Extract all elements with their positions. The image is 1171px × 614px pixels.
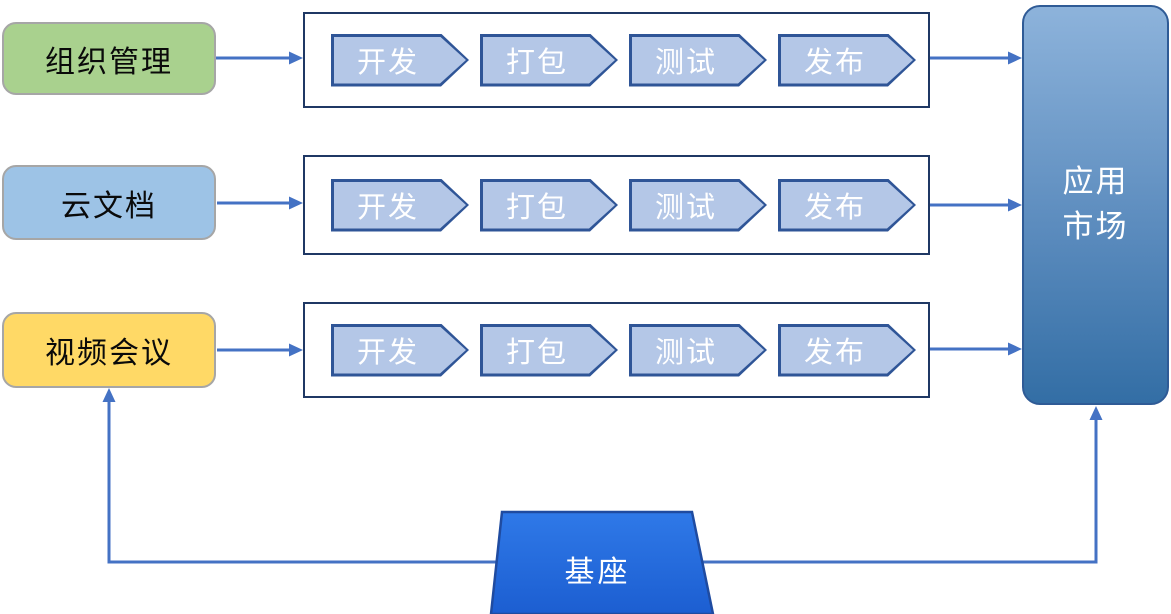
arrowhead-base-to-meeting <box>102 388 116 402</box>
step-label: 打包 <box>505 45 568 79</box>
pipeline-step-develop: 开发 <box>331 34 469 87</box>
step-label: 发布 <box>803 335 866 369</box>
module-label: 云文档 <box>61 188 157 224</box>
step-label: 发布 <box>803 45 866 79</box>
pipeline-step-package: 打包 <box>480 34 618 87</box>
step-label: 开发 <box>356 45 419 79</box>
pipeline-step-test: 测试 <box>629 179 767 232</box>
app-market-label-line1: 应用 <box>1062 164 1129 201</box>
arrowhead-base-to-market <box>1089 406 1103 420</box>
step-label: 开发 <box>356 335 419 369</box>
module-label: 视频会议 <box>45 336 173 371</box>
step-label: 发布 <box>803 190 866 224</box>
pipeline-step-test: 测试 <box>629 324 767 377</box>
arrowhead-meeting-to-pipeline <box>289 343 303 357</box>
pipeline-step-release: 发布 <box>778 179 916 232</box>
arrowhead-pipeline1-to-market <box>1008 51 1022 65</box>
pipeline-container-row1: 开发 打包 测试 发布 <box>303 12 930 108</box>
pipeline-step-test: 测试 <box>629 34 767 87</box>
module-label: 组织管理 <box>45 44 173 80</box>
step-label: 打包 <box>505 190 568 224</box>
module-box-video-meeting: 视频会议 <box>2 312 216 388</box>
arrowhead-org-to-pipeline <box>289 51 303 65</box>
step-label: 测试 <box>654 190 717 224</box>
arrowhead-pipeline3-to-market <box>1008 342 1022 356</box>
pipeline-step-develop: 开发 <box>331 179 469 232</box>
module-box-cloud-docs: 云文档 <box>2 165 216 240</box>
step-label: 测试 <box>654 335 717 369</box>
pipeline-container-row2: 开发 打包 测试 发布 <box>303 155 930 255</box>
arrowhead-pipeline2-to-market <box>1008 198 1022 212</box>
pipeline-step-package: 打包 <box>480 179 618 232</box>
pipeline-step-release: 发布 <box>778 324 916 377</box>
pipeline-step-package: 打包 <box>480 324 618 377</box>
base-platform-label: 基座 <box>564 555 631 590</box>
module-box-org-management: 组织管理 <box>2 22 216 95</box>
app-market-box: 应用 市场 <box>1022 5 1169 405</box>
connector-base-to-market <box>650 420 1098 564</box>
arrowhead-docs-to-pipeline <box>289 196 303 210</box>
pipeline-step-develop: 开发 <box>331 324 469 377</box>
pipeline-step-release: 发布 <box>778 34 916 87</box>
step-label: 打包 <box>505 335 568 369</box>
step-label: 测试 <box>654 45 717 79</box>
pipeline-container-row3: 开发 打包 测试 发布 <box>303 302 930 398</box>
app-market-label-line2: 市场 <box>1062 209 1129 245</box>
step-label: 开发 <box>356 190 419 224</box>
connector-base-to-meeting <box>107 402 600 564</box>
